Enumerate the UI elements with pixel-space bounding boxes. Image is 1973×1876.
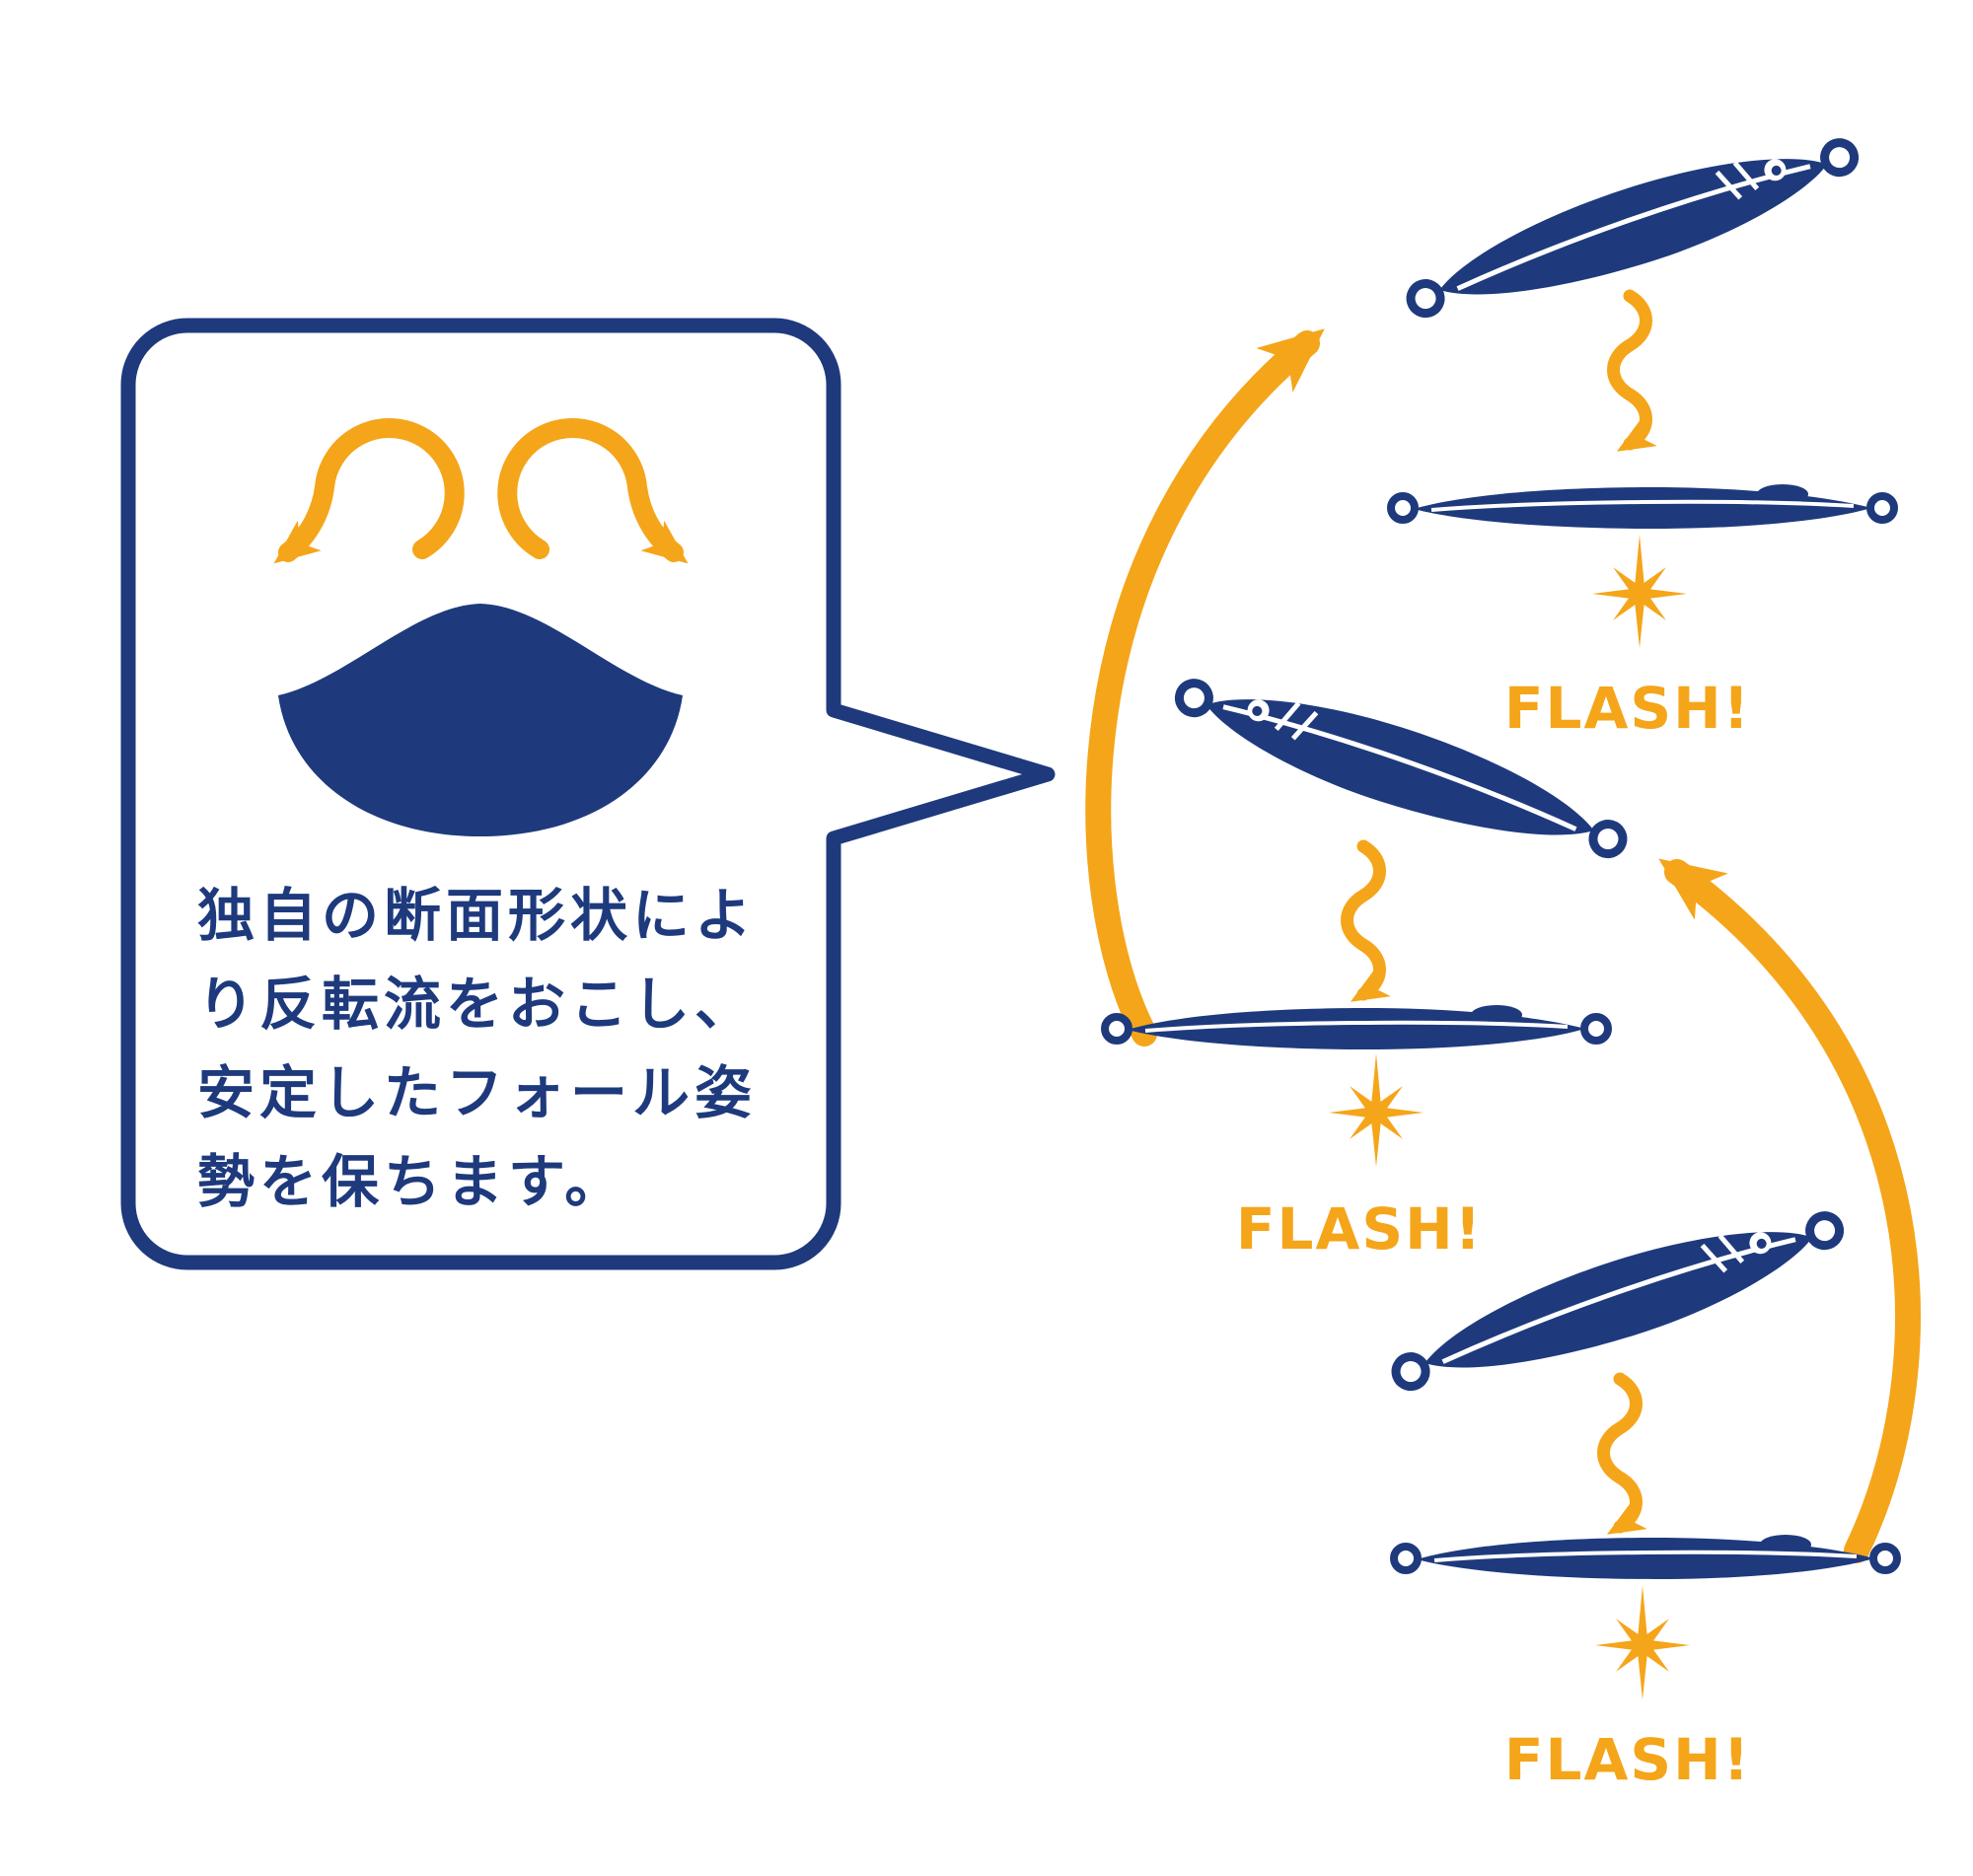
flat-jig [1394, 1535, 1897, 1579]
vortex-arrow-left-icon [273, 418, 465, 564]
flat-jig [1105, 1005, 1608, 1049]
flutter-arrow-icon [1607, 289, 1657, 452]
flash-burst-icon [1592, 535, 1687, 648]
fall-step-3: FLASH! [1383, 1195, 1897, 1793]
callout-text-line-2: り反転流をおこし、 [197, 971, 757, 1038]
vortex-arrow-right-icon [497, 418, 689, 564]
flash-burst-icon [1329, 1053, 1424, 1167]
callout-bubble: 独自の断面形状によ り反転流をおこし、 安定したフォール姿 勢を保ちます。 [120, 318, 1056, 1270]
flat-jig [1391, 484, 1894, 529]
cross-section-icon [273, 418, 689, 836]
flutter-arrow-icon [1597, 1372, 1647, 1535]
fall-step-2: FLASH! [1105, 663, 1636, 1263]
flutter-arrow-icon [1341, 839, 1391, 1002]
callout-text-line-3: 安定したフォール姿 [197, 1059, 757, 1126]
flash-label: FLASH! [1504, 1726, 1751, 1793]
swoop-arrow-right-icon [1658, 858, 1921, 1563]
callout-text-line-1: 独自の断面形状によ [197, 882, 757, 949]
cross-section-shape [278, 604, 683, 836]
swoop-arrow-left-icon [1085, 328, 1325, 1046]
flash-burst-icon [1595, 1586, 1690, 1699]
flash-label: FLASH! [1236, 1195, 1483, 1263]
flash-label: FLASH! [1504, 675, 1751, 742]
callout-text-line-4: 勢を保ちます。 [197, 1148, 626, 1215]
fall-step-1: FLASH! [1391, 122, 1894, 742]
